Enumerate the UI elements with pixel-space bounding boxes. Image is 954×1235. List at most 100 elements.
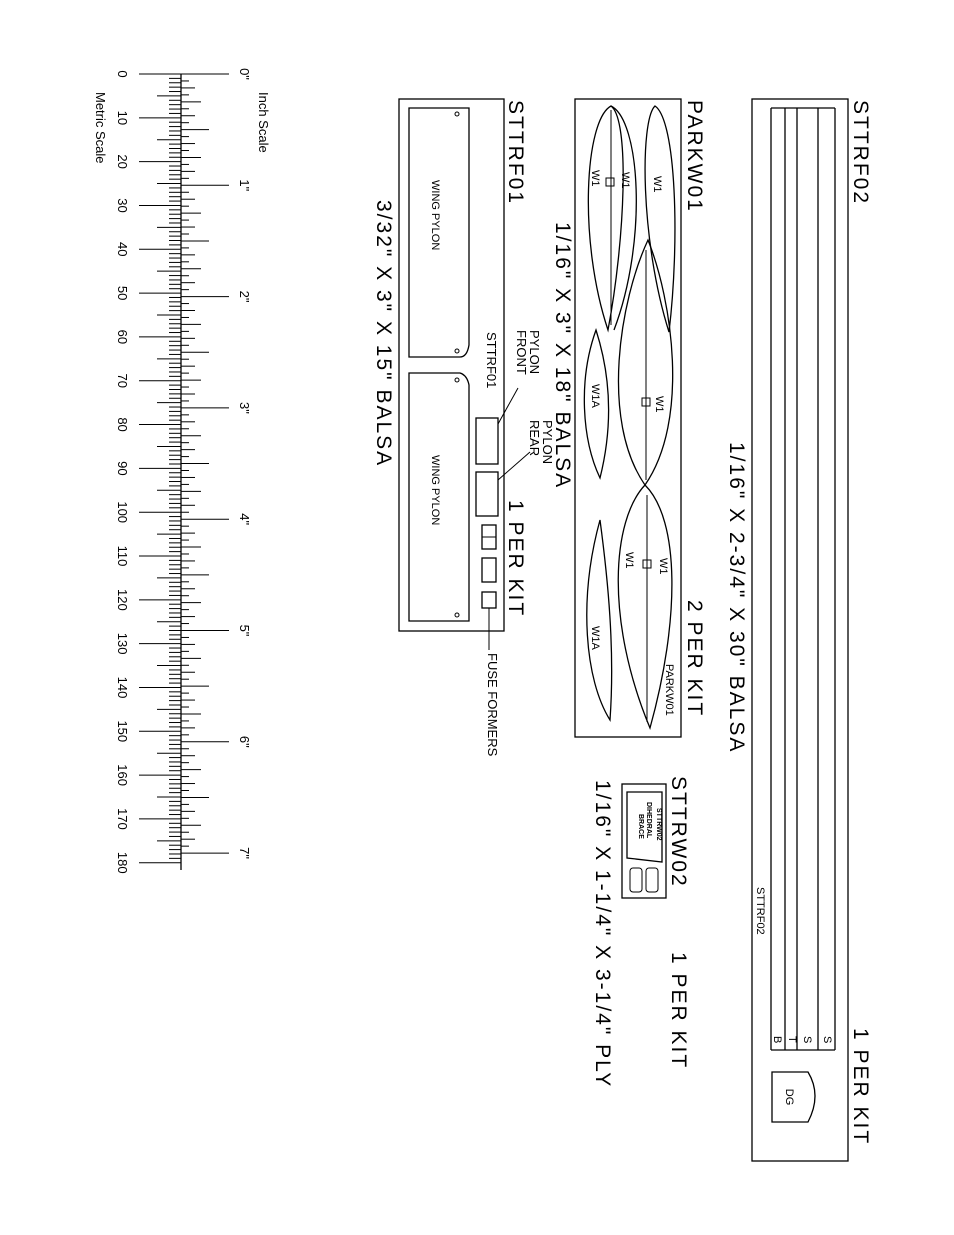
inch-scale-title: Inch Scale bbox=[256, 92, 271, 153]
spar-notch bbox=[641, 397, 651, 407]
metric-label: 40 bbox=[115, 242, 130, 256]
metric-label: 70 bbox=[115, 373, 130, 387]
fuse-formers-label: FUSE FORMERS bbox=[485, 653, 500, 757]
dihedral-brace-part bbox=[626, 791, 663, 863]
brace-label: DIHEDRAL bbox=[645, 802, 652, 839]
leader-line bbox=[497, 451, 531, 481]
pylon-hole bbox=[454, 377, 460, 383]
metric-label: 80 bbox=[115, 417, 130, 431]
strip-label: S bbox=[801, 1036, 813, 1043]
brace-tab bbox=[629, 867, 643, 893]
brace-label: BRACE bbox=[637, 814, 644, 839]
sheet-parkw01: W1 W1 W1A W1 W1 W1A W1 W1 PARKW01 PARKW0… bbox=[551, 98, 706, 738]
part-number: STTRW02 bbox=[667, 776, 690, 888]
rib-shape bbox=[617, 484, 673, 730]
metric-label: 50 bbox=[115, 286, 130, 300]
rib-label: W1 bbox=[657, 558, 669, 575]
sheet-outline bbox=[398, 98, 505, 632]
pylon-hole bbox=[454, 348, 460, 354]
material-spec: 1/16" X 3" X 18" BALSA bbox=[551, 222, 574, 489]
sheet-sttrf01: WING PYLON WING PYLON PYLON FRONT PYLON … bbox=[372, 98, 555, 757]
inner-part-label: PARKW01 bbox=[663, 664, 675, 716]
pylon-hole bbox=[454, 612, 460, 618]
pylon-hole bbox=[454, 111, 460, 117]
metric-label: 20 bbox=[115, 154, 130, 168]
wing-pylon-part bbox=[408, 372, 470, 622]
rib-shape bbox=[583, 327, 610, 480]
rib-label: W1 bbox=[623, 552, 635, 569]
metric-label: 160 bbox=[115, 764, 130, 786]
pylon-front-part bbox=[475, 417, 499, 465]
metric-label: 30 bbox=[115, 198, 130, 212]
rib-label: W1 bbox=[653, 396, 665, 413]
metric-label: 180 bbox=[115, 852, 130, 874]
leader-line bbox=[497, 387, 519, 425]
quantity: 1 PER KIT bbox=[504, 500, 527, 617]
metric-label: 0 bbox=[115, 70, 130, 77]
strip-label: T bbox=[786, 1036, 798, 1043]
part-number: STTRF02 bbox=[849, 100, 872, 205]
rib-label: W1 bbox=[619, 172, 631, 189]
inner-part-label: STTRF01 bbox=[484, 332, 499, 388]
inch-label: 4" bbox=[237, 513, 252, 525]
inch-label: 0" bbox=[237, 68, 252, 80]
metric-ticks bbox=[139, 73, 181, 864]
rib-label: W1 bbox=[651, 176, 663, 193]
dihedral-gauge bbox=[771, 1071, 816, 1123]
pylon-label: WING PYLON bbox=[429, 180, 441, 250]
metric-label: 100 bbox=[115, 501, 130, 523]
metric-label: 140 bbox=[115, 677, 130, 699]
rib-shape bbox=[586, 519, 613, 723]
quantity: 2 PER KIT bbox=[683, 600, 706, 717]
metric-label: 60 bbox=[115, 330, 130, 344]
metric-label: 150 bbox=[115, 720, 130, 742]
rib-label: W1 bbox=[589, 170, 601, 187]
metric-label: 130 bbox=[115, 633, 130, 655]
ruler-scales: 0"1"2"3"4"5"6"7" 01020304050607080901001… bbox=[93, 68, 271, 874]
inner-part-label: STTRW02 bbox=[655, 808, 662, 841]
sheet-sttrf02: DG S S T B STTRF02 STTRF02 1 PER KIT 1/1… bbox=[725, 98, 872, 1162]
inch-label: 1" bbox=[237, 179, 252, 191]
rib-label: W1A bbox=[589, 626, 601, 651]
part-number: STTRF01 bbox=[504, 100, 527, 205]
spar-notch bbox=[642, 559, 652, 569]
quantity: 1 PER KIT bbox=[667, 952, 690, 1069]
strip-label: B bbox=[771, 1036, 783, 1043]
metric-label: 10 bbox=[115, 111, 130, 125]
pylon-rear-label: REAR bbox=[527, 420, 542, 456]
fuse-former-part bbox=[481, 591, 497, 609]
metric-label: 90 bbox=[115, 461, 130, 475]
metric-label: 120 bbox=[115, 589, 130, 611]
inch-label: 3" bbox=[237, 402, 252, 414]
rib-label: W1A bbox=[589, 384, 601, 409]
brace-tab bbox=[645, 867, 659, 893]
sheet-outline bbox=[621, 783, 667, 899]
pylon-rear-label: PYLON bbox=[540, 420, 555, 464]
inch-label: 5" bbox=[237, 625, 252, 637]
metric-label: 170 bbox=[115, 808, 130, 830]
strip-label: S bbox=[821, 1036, 833, 1043]
metric-label: 110 bbox=[115, 546, 130, 567]
metric-scale-title: Metric Scale bbox=[93, 92, 108, 164]
inner-part-label: STTRF02 bbox=[754, 887, 766, 935]
pylon-label: WING PYLON bbox=[429, 455, 441, 525]
pylon-front-label: PYLON bbox=[527, 330, 542, 374]
material-spec: 1/16" X 1-1/4" X 3-1/4" PLY bbox=[591, 780, 614, 1088]
rib-shape bbox=[644, 105, 676, 333]
pylon-front-label: FRONT bbox=[514, 330, 529, 375]
sheet-sttrw02: STTRW02 DIHEDRAL BRACE STTRW02 1 PER KIT… bbox=[591, 776, 690, 1088]
inch-label: 7" bbox=[237, 847, 252, 859]
sheet-outline bbox=[574, 98, 682, 738]
material-spec: 1/16" X 2-3/4" X 30" BALSA bbox=[725, 442, 748, 753]
gauge-label: DG bbox=[783, 1089, 795, 1106]
quantity: 1 PER KIT bbox=[849, 1028, 872, 1145]
fuse-former-part bbox=[481, 557, 497, 583]
rib-shape bbox=[610, 105, 637, 331]
sheet-outline bbox=[751, 98, 849, 1162]
inch-labels: 0"1"2"3"4"5"6"7" bbox=[237, 68, 252, 859]
metric-labels: 0 10 20 30 40 50 60 70 80 90 100 110 120 130 140 150 160… bbox=[115, 70, 130, 873]
rib-shape bbox=[587, 105, 624, 333]
spar-notch bbox=[605, 177, 615, 187]
